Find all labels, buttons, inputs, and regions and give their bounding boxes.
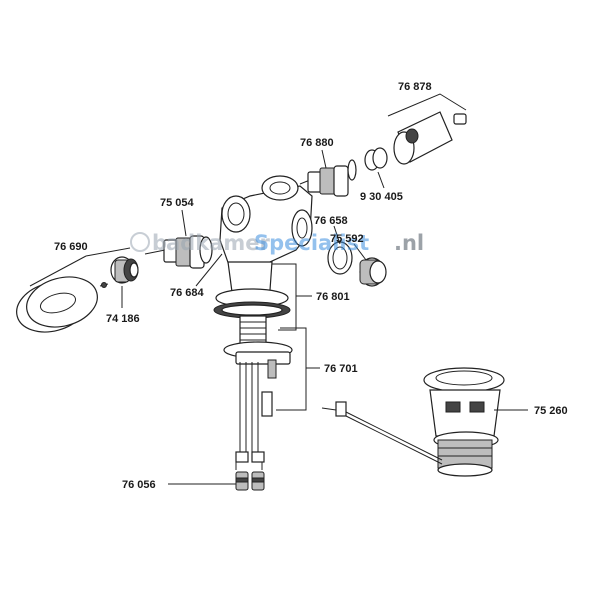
watermark-text-part3: Specialist [254,231,369,255]
sleeve-part [327,241,353,275]
watermark-text-part1: b [152,231,167,255]
cartridge-top-part [299,159,357,197]
part-label-75054: 75 054 [160,197,195,209]
leader-lines [29,93,528,485]
part-label-76801: 76 801 [316,291,350,303]
cartridge-left-part [144,235,213,269]
part-label-75260: 75 260 [534,405,568,417]
watermark-text-part2: adkamer [166,231,270,255]
popup-waste-part [423,367,505,477]
part-label-76701: 76 701 [324,363,358,375]
part-label-76880: 76 880 [300,137,334,149]
part-label-930405: 9 30 405 [360,191,403,203]
part-label-75592: 75 592 [330,233,364,245]
part-label-76878: 76 878 [398,81,432,93]
knurled-nut-part [359,257,387,287]
part-label-76056: 76 056 [122,479,156,491]
mixer-body-part [219,175,313,293]
watermark-text-part4: .nl [394,231,424,255]
hose-connectors-part [235,471,265,491]
popup-rod-part [321,401,443,465]
watermark: b adkamer Specialist .nl [130,231,424,255]
small-ring-part [364,147,388,171]
part-label-74186: 74 186 [106,313,140,325]
lever-handle-part [393,111,467,165]
adapter-nut-part [110,256,139,284]
part-label-76658: 76 658 [314,215,348,227]
supply-hoses-part [235,362,273,470]
knob-cap-part [16,276,98,333]
part-label-76684: 76 684 [170,287,205,299]
mounting-flange-part [213,288,291,319]
threaded-shank-part [223,315,293,379]
screw-part [99,282,109,288]
part-label-76690: 76 690 [54,241,88,253]
